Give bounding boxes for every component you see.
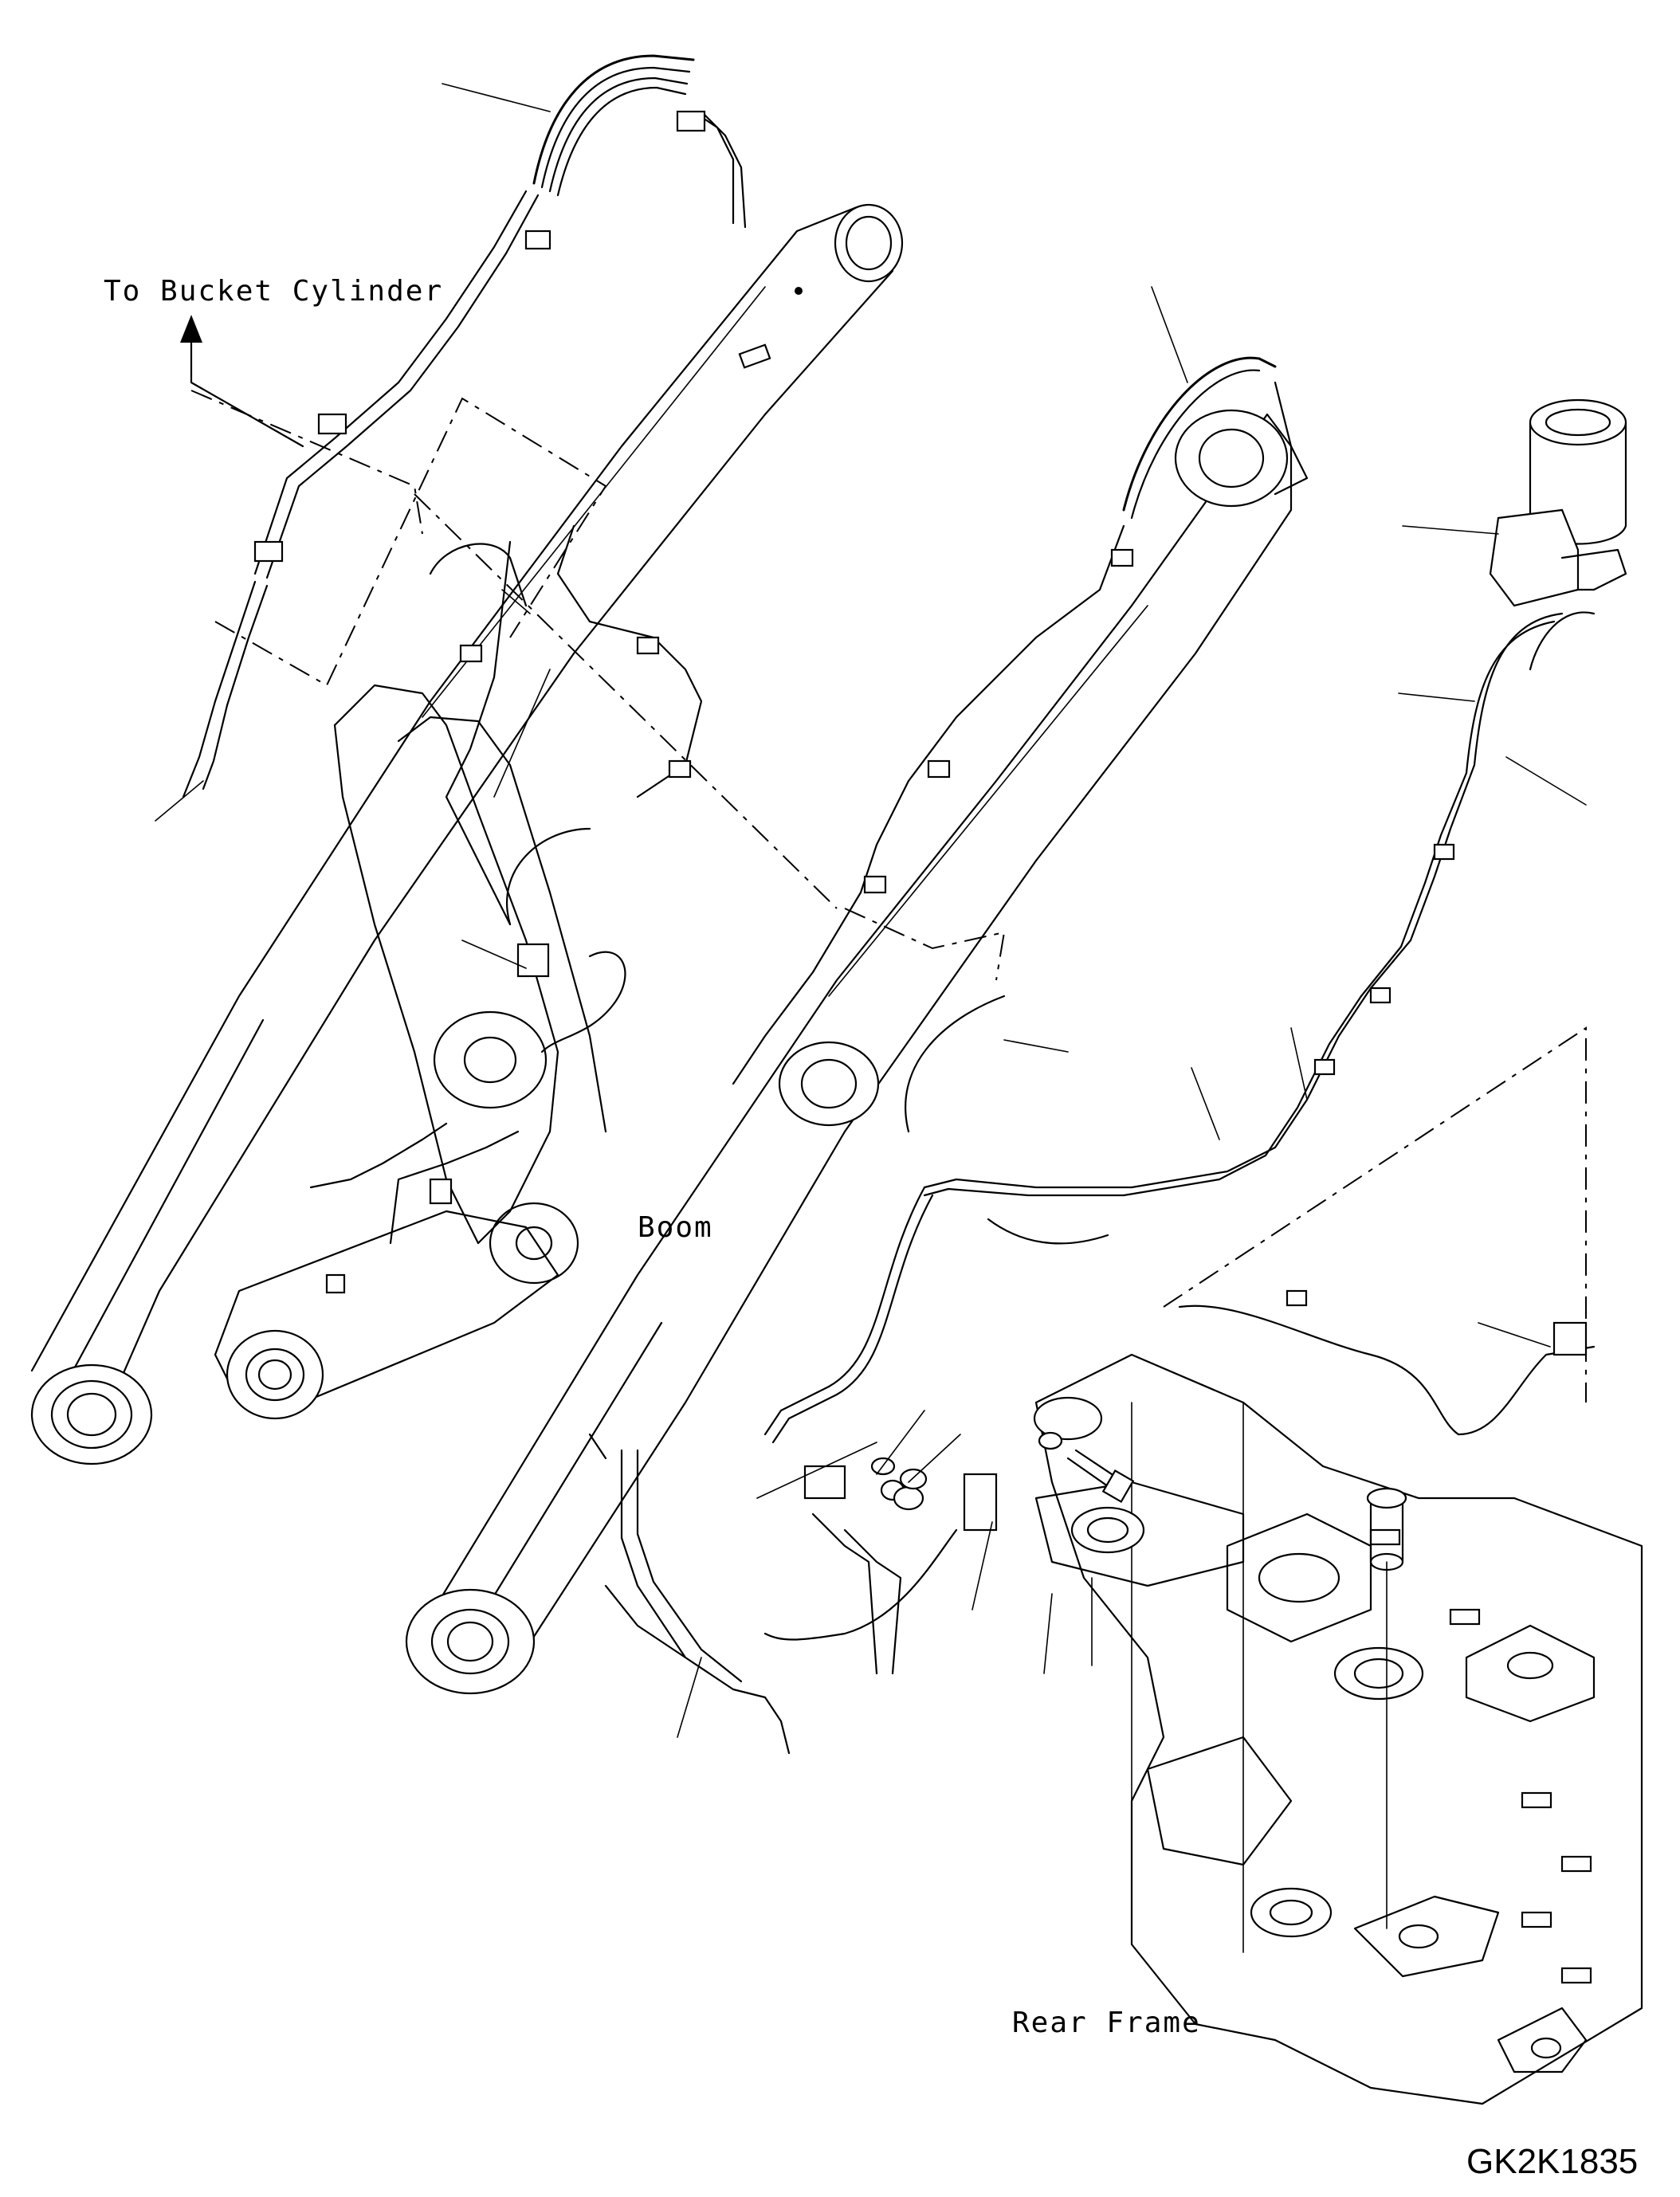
grease-pump (1489, 398, 1627, 607)
figure-code: GK2K1835 (1466, 2142, 1639, 2181)
label-to-bucket-cylinder: To Bucket Cylinder (104, 275, 444, 308)
grease-hoses-right (732, 356, 1596, 1444)
tilt-link (214, 1210, 559, 1420)
leader-lines (155, 83, 1587, 1738)
rear-frame (1033, 1353, 1643, 2105)
grease-hoses-bottom (588, 1433, 958, 1755)
boom (405, 409, 1293, 1695)
reference-lines (190, 390, 1587, 1403)
label-rear-frame: Rear Frame (1012, 2007, 1201, 2039)
left-boom-arm (30, 203, 904, 1465)
grease-hoses-centre (309, 524, 703, 1245)
label-boom: Boom (638, 1211, 713, 1244)
fittings (253, 110, 1588, 1532)
arrow-to-bucket-cylinder (180, 315, 304, 448)
bell-crank (333, 684, 607, 1285)
